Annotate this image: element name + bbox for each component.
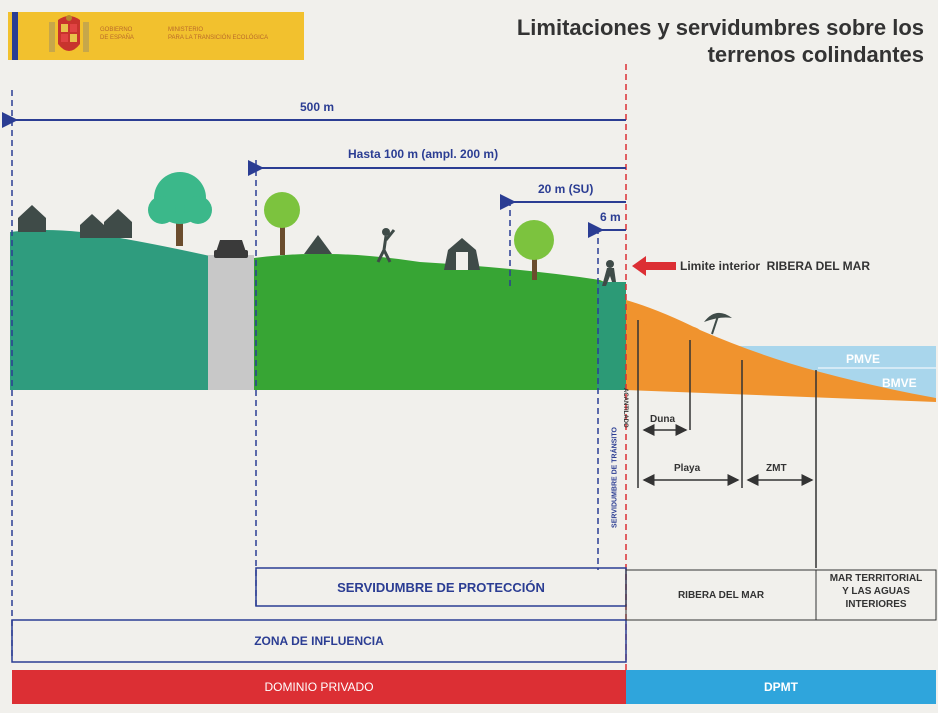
limite-interior-label: Limite interior RIBERA DEL MAR bbox=[680, 259, 871, 273]
transit-strip bbox=[597, 282, 626, 390]
umbrella-icon bbox=[704, 312, 732, 335]
label-100m: Hasta 100 m (ampl. 200 m) bbox=[348, 147, 499, 161]
mar-territorial-box bbox=[815, 569, 937, 621]
government-logo-banner: GOBIERNO DE ESPAÑA MINISTERIO PARA LA TR… bbox=[8, 12, 304, 60]
logo-dept-line2: PARA LA TRANSICIÓN ECOLÓGICA bbox=[168, 35, 269, 41]
hiker-icon bbox=[602, 260, 616, 286]
label-20m: 20 m (SU) bbox=[538, 182, 594, 196]
limit-arrow-icon bbox=[632, 256, 676, 276]
label-6m: 6 m bbox=[600, 210, 621, 224]
mar-territorial-line2: Y LAS AGUAS bbox=[842, 586, 910, 597]
dpmt-bar bbox=[626, 670, 936, 704]
label-500m: 500 m bbox=[300, 100, 335, 114]
circus-tent-icon bbox=[444, 238, 480, 270]
title-line-2: terrenos colindantes bbox=[707, 42, 924, 67]
tree-icon bbox=[148, 172, 212, 246]
acantilado-label: ACANTILADO bbox=[622, 388, 628, 428]
tree-icon bbox=[514, 220, 554, 280]
zona-influencia-box bbox=[11, 619, 627, 663]
title-line-1: Limitaciones y servidumbres sobre los bbox=[516, 15, 924, 40]
green-land-area bbox=[254, 253, 626, 390]
car-icon bbox=[214, 240, 248, 258]
tent-icon bbox=[304, 235, 332, 254]
mar-territorial-line1: MAR TERRITORIAL bbox=[829, 573, 923, 584]
duna-label: Duna bbox=[650, 414, 675, 425]
dominio-privado-label: DOMINIO PRIVADO bbox=[264, 680, 374, 694]
logo-ministry-line2: DE ESPAÑA bbox=[100, 35, 134, 41]
coat-of-arms-icon bbox=[49, 15, 89, 52]
house-icon bbox=[18, 205, 132, 238]
servidumbre-proteccion-label: SERVIDUMBRE DE PROTECCIÓN bbox=[337, 579, 545, 595]
tree-icon bbox=[264, 192, 300, 255]
pmve-label: PMVE bbox=[846, 352, 881, 366]
playa-label: Playa bbox=[674, 463, 701, 474]
mar-territorial-label: MAR TERRITORIAL Y LAS AGUAS INTERIORES bbox=[816, 572, 936, 611]
golfer-icon bbox=[376, 228, 396, 263]
zona-influencia-label: ZONA DE INFLUENCIA bbox=[254, 634, 384, 648]
bmve-label: BMVE bbox=[882, 376, 917, 390]
beach-sand-area bbox=[626, 300, 936, 402]
flag-stripe bbox=[12, 12, 18, 60]
road bbox=[208, 255, 254, 390]
zmt-label: ZMT bbox=[766, 463, 787, 474]
servidumbre-transito-label: SERVIDUMBRE DE TRÁNSITO bbox=[611, 427, 619, 528]
logo-dept-line1: MINISTERIO bbox=[168, 27, 204, 33]
mar-territorial-line3: INTERIORES bbox=[845, 599, 907, 610]
ribera-del-mar-label: RIBERA DEL MAR bbox=[677, 589, 765, 601]
left-land-area bbox=[10, 230, 210, 390]
page-title: Limitaciones y servidumbres sobre los te… bbox=[404, 14, 924, 68]
dpmt-label: DPMT bbox=[764, 680, 798, 694]
logo-ministry-line1: GOBIERNO bbox=[100, 27, 133, 33]
dominio-privado-bar bbox=[12, 670, 626, 704]
